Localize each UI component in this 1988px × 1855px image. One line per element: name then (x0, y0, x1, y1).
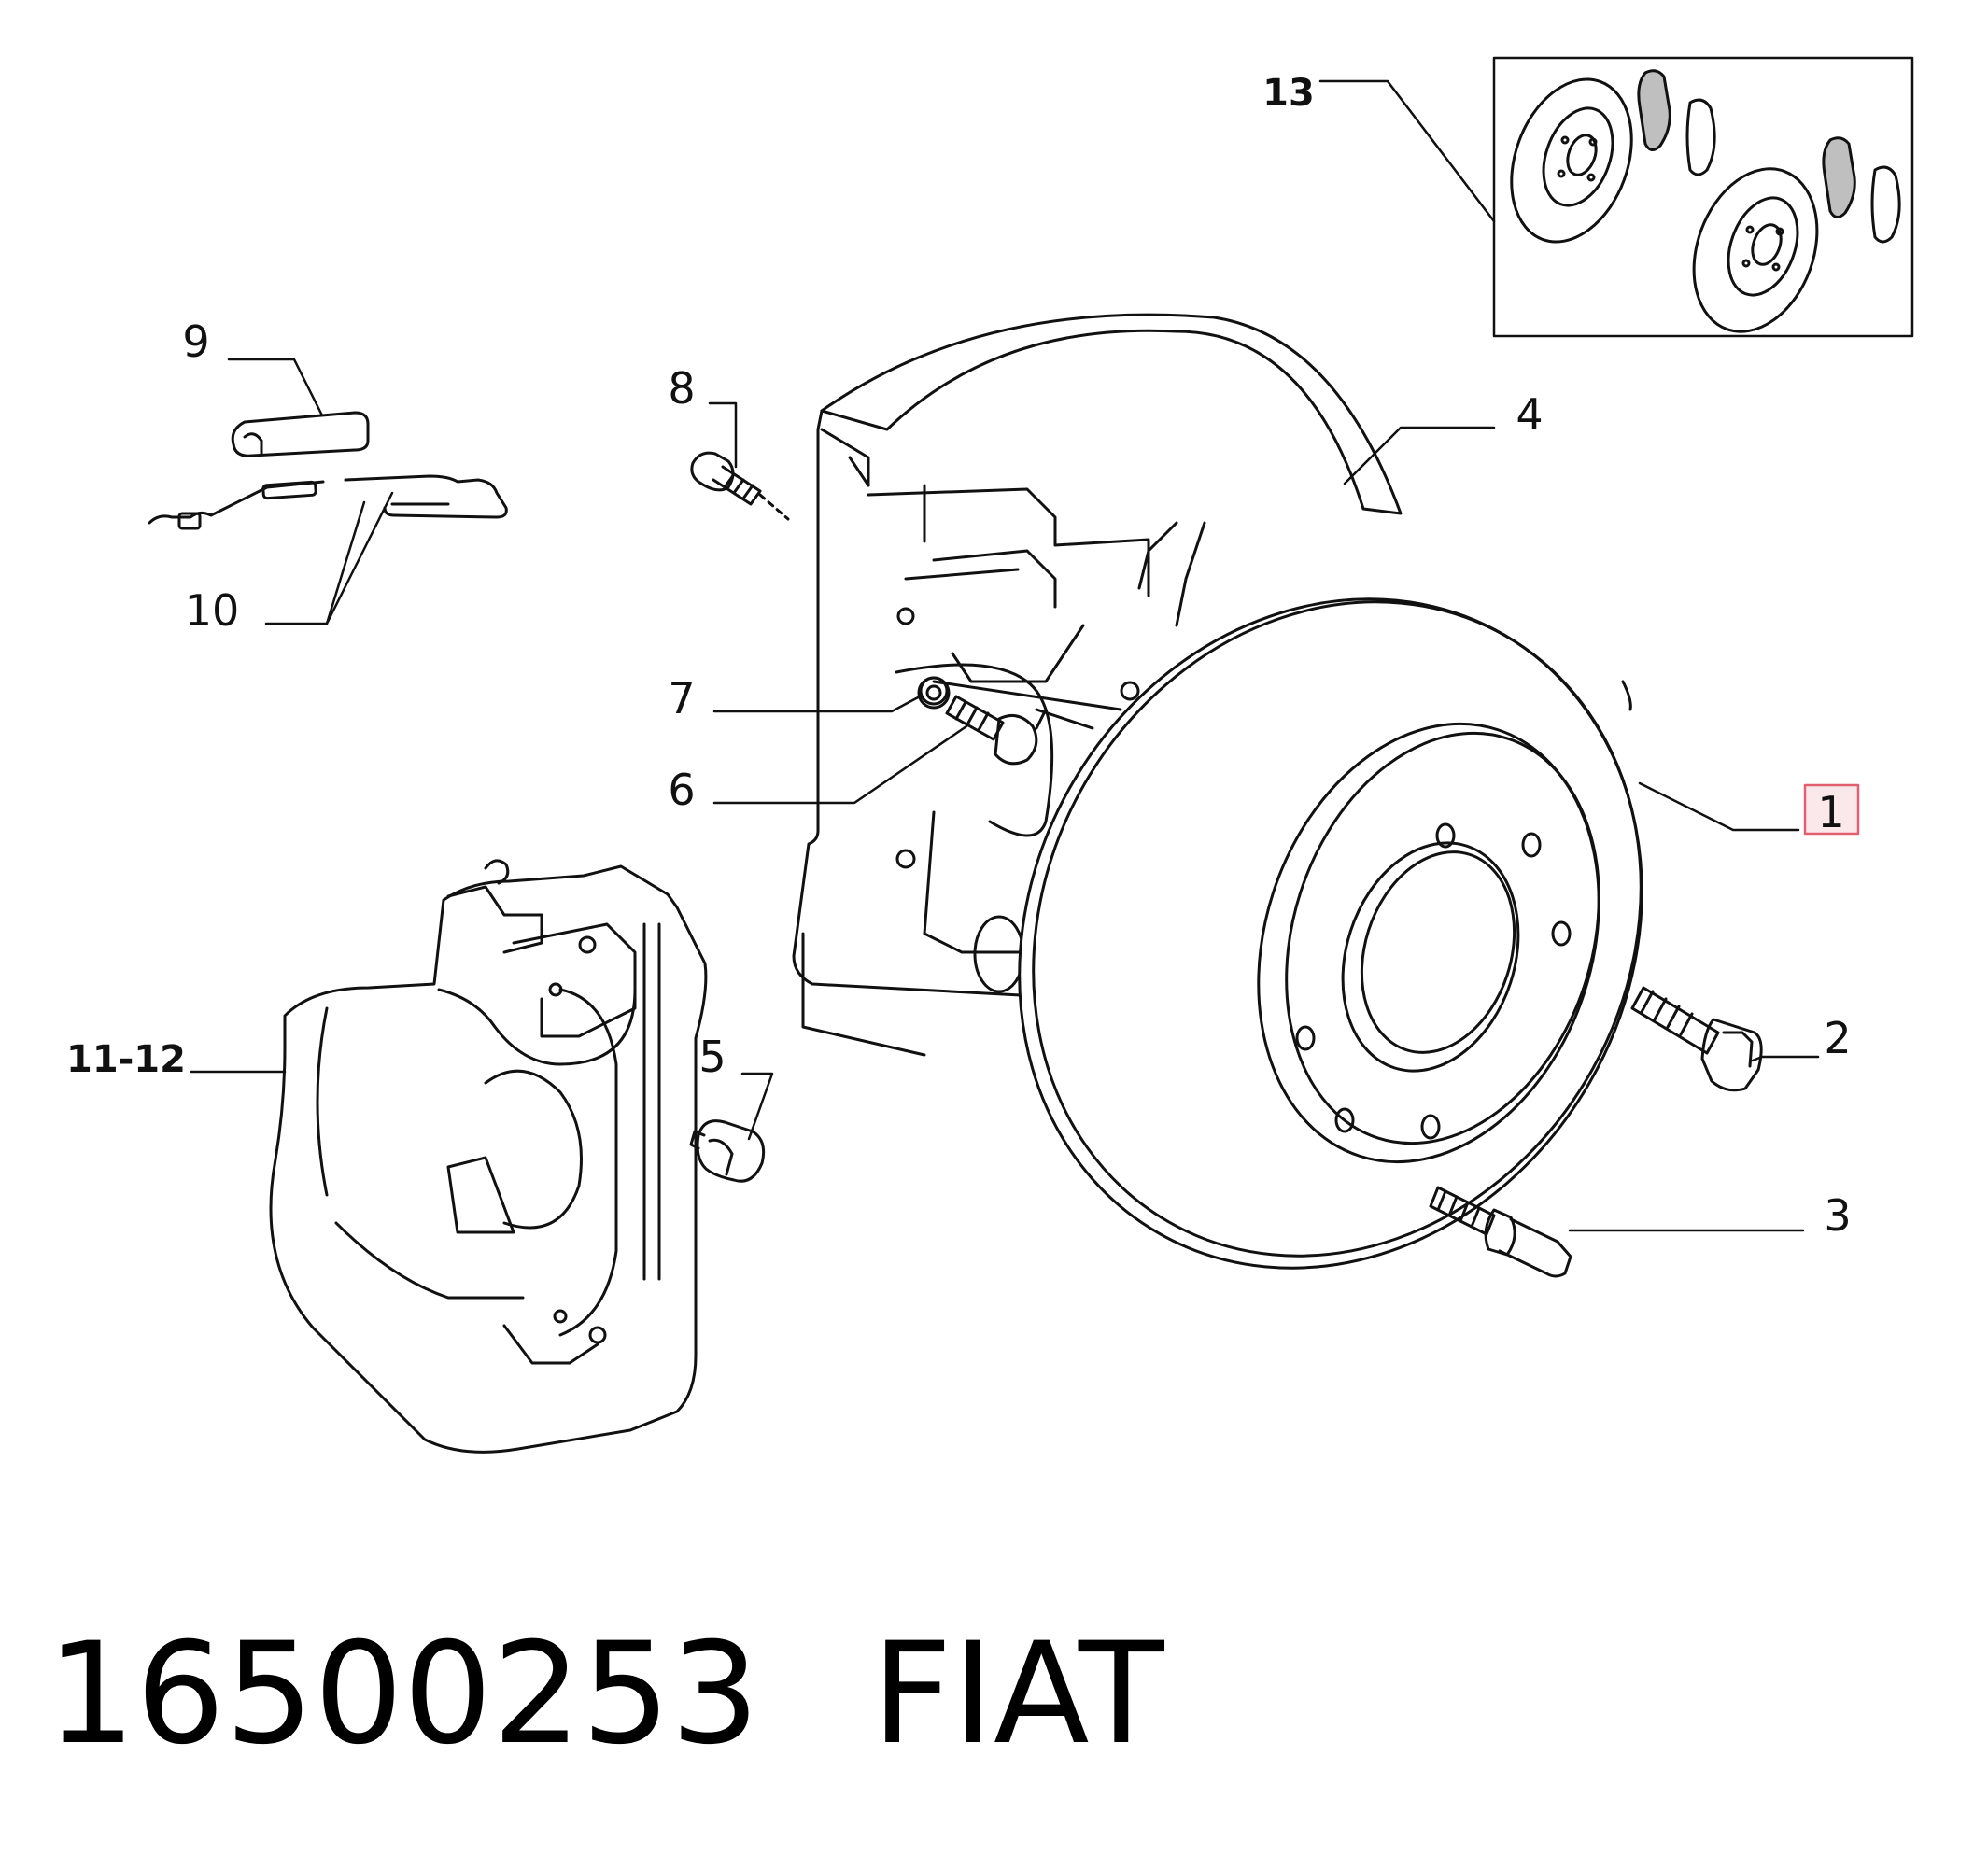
callout-3: 3 (1824, 1190, 1851, 1241)
stud-part-3 (1429, 1186, 1572, 1278)
brake-kit-inset (1492, 56, 1914, 338)
callout-11-12: 11-12 (66, 1038, 186, 1081)
callout-1-highlight (1803, 783, 1860, 836)
leader-lines (190, 79, 1820, 1232)
callout-8: 8 (668, 363, 695, 414)
callout-13: 13 (1262, 72, 1315, 115)
callout-9: 9 (182, 316, 209, 367)
callout-6: 6 (668, 765, 695, 815)
washer-part-7 (917, 676, 951, 710)
wear-sensor-part-10 (148, 474, 508, 530)
callout-4: 4 (1516, 389, 1543, 440)
pad-clip-part-9 (231, 411, 370, 457)
callout-7: 7 (668, 673, 695, 724)
bolt-part-8 (690, 451, 790, 521)
brake-disc-part-1 (1018, 597, 1643, 1270)
callout-10: 10 (185, 585, 240, 636)
caliper-part-11-12 (269, 859, 708, 1454)
bolt-part-2 (1630, 986, 1763, 1092)
callout-2: 2 (1824, 1013, 1851, 1063)
callout-1: 1 (1817, 787, 1844, 837)
splash-shield-part-4 (792, 313, 1403, 1057)
part-number: 16500253 (47, 1613, 760, 1776)
bolt-part-6 (945, 695, 1038, 766)
callout-5: 5 (698, 1032, 726, 1082)
brand-name: FIAT (871, 1613, 1164, 1776)
